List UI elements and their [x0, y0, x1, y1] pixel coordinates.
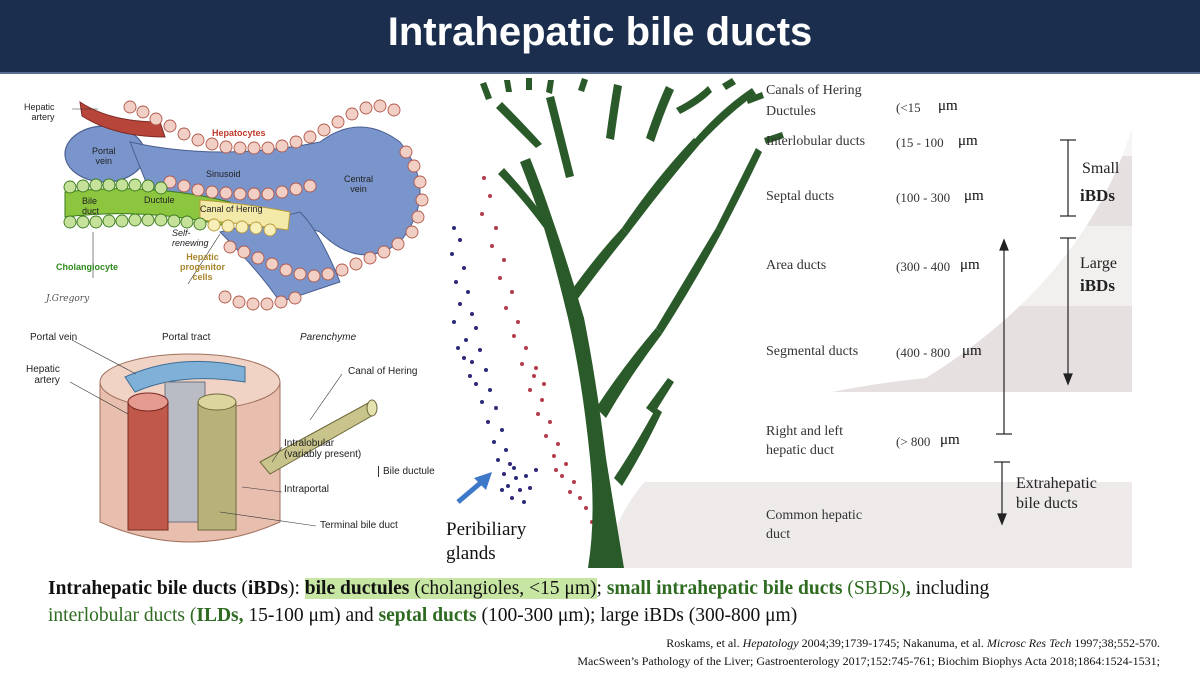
row-unit-segmental: μm — [962, 343, 982, 359]
label-portal-vein: Portal vein — [92, 146, 116, 166]
portal-tract-illustration — [69, 339, 378, 543]
ref-text: 2004;39;1739-1745; Nakanuma, et al. — [798, 636, 987, 650]
label-terminal-bile-duct: Terminal bile duct — [320, 520, 398, 531]
row-size-area: (300 - 400 — [896, 259, 951, 274]
caption: Intrahepatic bile ducts (iBDs): bile duc… — [48, 575, 1168, 629]
row-label-segmental: Segmental ducts — [766, 344, 859, 359]
artist-signature: J.Gregory — [46, 294, 90, 304]
caption-ibds: iBDs — [247, 578, 288, 599]
row-label-common-hepatic: Common hepatic duct — [766, 508, 863, 542]
row-label-interlobular: Interlobular ducts — [766, 134, 866, 149]
row-size-septal: (100 - 300 — [896, 190, 951, 205]
caption-text: ; — [596, 578, 607, 599]
peribiliary-arrow-icon — [456, 472, 492, 504]
row-label-septal: Septal ducts — [766, 189, 835, 204]
row-unit-area: μm — [960, 257, 980, 273]
label-ductule: Ductule — [144, 195, 175, 205]
row-size-canals: (<15 — [896, 100, 921, 115]
label-self-renewing: Self- renewing — [172, 228, 209, 248]
label-canal-of-hering-2: Canal of Hering — [348, 366, 418, 377]
ref-journal: Hepatology — [742, 636, 799, 650]
label-parenchyme: Parenchyme — [300, 332, 357, 343]
label-intraportal: Intraportal — [284, 484, 330, 495]
label-cholangiocyte: Cholangiocyte — [56, 262, 119, 272]
bile-duct-tree-diagram: Canals of Hering Ductules (<15 μm Interl… — [446, 78, 1132, 568]
portal-tract-diagram: Portal vein Portal tract Parenchyme Hepa… — [20, 322, 440, 547]
caption-and: and — [340, 605, 379, 626]
caption-small-ibd: small intrahepatic bile ducts — [606, 578, 843, 599]
label-small-ibds: iBDs — [1080, 186, 1115, 205]
bile-duct-tree — [480, 78, 784, 568]
page-title: Intrahepatic bile ducts — [387, 10, 813, 54]
references-line-2: MacSween’s Pathology of the Liver; Gastr… — [577, 654, 1160, 668]
row-size-right-left-hepatic: (> 800 — [896, 434, 931, 449]
bile-duct-tree-illustration — [446, 78, 1132, 568]
row-label-right-left-hepatic: Right and left hepatic duct — [766, 424, 843, 458]
caption-highlight: bile ductules (cholangioles, <15 μm) — [304, 578, 597, 599]
caption-ilds: ILDs, — [196, 605, 244, 626]
label-hepatocytes: Hepatocytes — [212, 128, 266, 138]
label-peribiliary-glands: Peribiliary glands — [446, 519, 527, 564]
label-hepatic-progenitor-cells: Hepatic progenitor cells — [180, 252, 225, 282]
caption-bile-ductules: bile ductules — [304, 578, 410, 599]
caption-text: ): — [288, 578, 305, 599]
row-label-area: Area ducts — [766, 258, 827, 273]
caption-text: ( — [236, 578, 248, 599]
references-line-1: Roskams, et al. Hepatology 2004;39;1739-… — [666, 636, 1160, 651]
caption-comma: , — [905, 578, 911, 599]
caption-interlobular: interlobular ducts ( — [48, 605, 197, 626]
label-hepatic-artery: Hepatic artery — [24, 102, 55, 122]
hepatocyte-cells — [123, 99, 429, 311]
cholangiocyte-cells — [63, 178, 207, 231]
row-size-segmental: (400 - 800 — [896, 345, 951, 360]
label-canal-of-hering: Canal of Hering — [200, 204, 263, 214]
row-unit-right-left-hepatic: μm — [940, 432, 960, 448]
label-portal-tract: Portal tract — [162, 332, 211, 343]
label-sinusoid: Sinusoid — [206, 169, 241, 179]
ref-journal: Microsc Res Tech — [986, 636, 1072, 650]
label-intralobular: Intralobular (variably present) — [284, 438, 362, 460]
label-hepatic-artery-2: Hepatic artery — [26, 364, 60, 386]
ref-text: Roskams, et al. — [666, 636, 743, 650]
row-unit-interlobular: μm — [958, 133, 978, 149]
label-portal-vein-2: Portal vein — [30, 332, 78, 343]
caption-septal-range: (100-300 μm); large iBDs (300-800 μm) — [476, 605, 798, 626]
size-range-arrows — [994, 139, 1076, 526]
caption-ild-range: 15-100 μm) — [243, 605, 341, 626]
label-extrahepatic: Extrahepatic bile ducts — [1016, 475, 1097, 512]
label-bile-duct: Bile duct — [82, 196, 100, 216]
liver-lobule-illustration — [63, 99, 429, 311]
label-bile-ductule: Bile ductule — [378, 466, 435, 477]
label-large-ibds: iBDs — [1080, 276, 1115, 295]
row-size-interlobular: (15 - 100 — [896, 135, 944, 150]
title-bar: Intrahepatic bile ducts — [0, 0, 1200, 74]
label-small: Small — [1082, 160, 1120, 177]
row-unit-septal: μm — [964, 188, 984, 204]
caption-septal: septal ducts — [378, 605, 477, 626]
row-unit-canals: μm — [938, 98, 958, 114]
caption-including: including — [910, 578, 990, 599]
caption-intrahepatic: Intrahepatic bile ducts — [48, 578, 237, 599]
caption-cholangioles: (cholangioles, <15 μm) — [409, 578, 597, 599]
label-central-vein: Central vein — [344, 174, 374, 194]
peribiliary-glands-dots — [450, 176, 600, 536]
ref-text: 1997;38;552-570. — [1071, 636, 1160, 650]
caption-sbds: (SBDs) — [842, 578, 906, 599]
row-label-canals-ductules: Canals of Hering Ductules — [766, 83, 862, 119]
liver-lobule-diagram: Hepatic artery Hepatocytes Portal vein S… — [20, 82, 440, 317]
label-large: Large — [1080, 255, 1118, 272]
